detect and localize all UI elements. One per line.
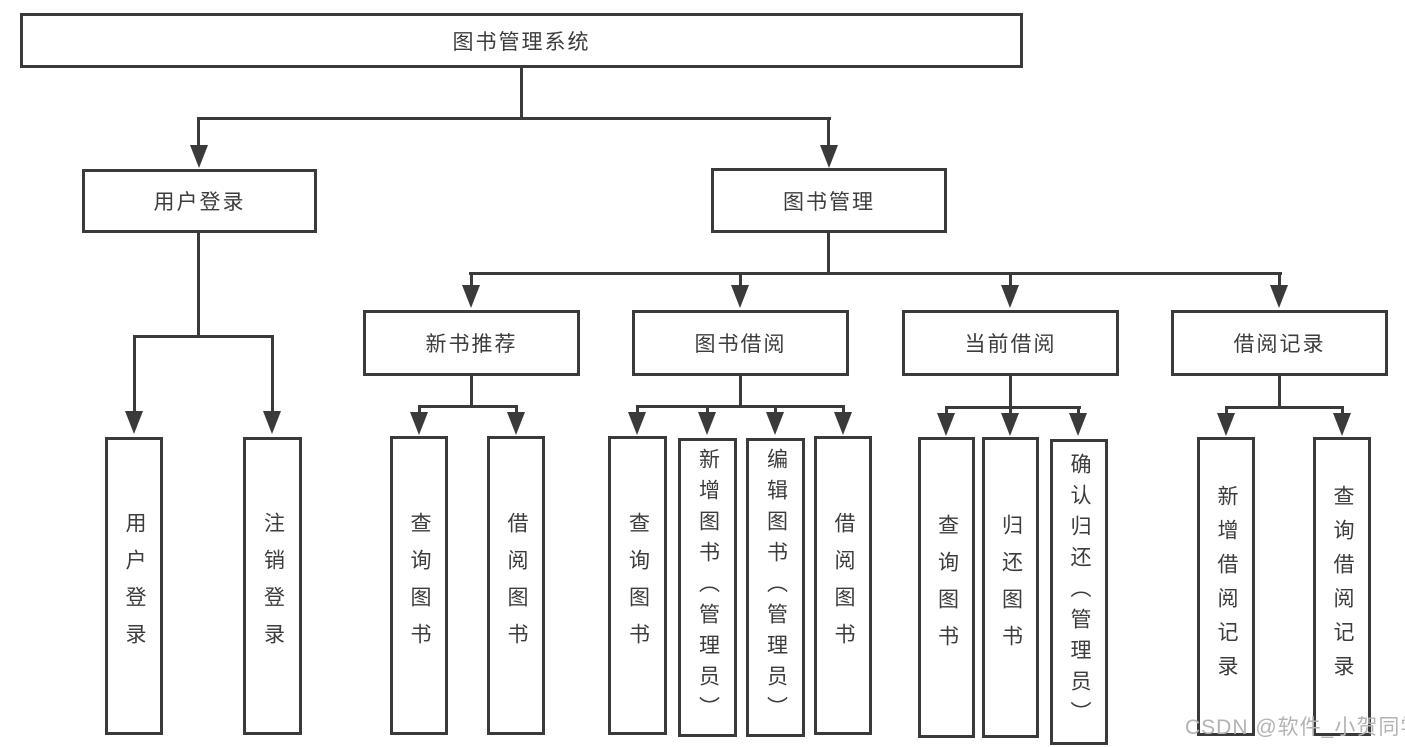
- node-leaf-bb-edit-book-label: 编辑图书（管理员）: [764, 448, 788, 727]
- connector-borrowrecords-drop-2: [1341, 406, 1344, 416]
- connector-bookborrow-drop-2: [706, 405, 709, 415]
- node-leaf-nb-query-book: 查询图书: [390, 436, 448, 735]
- connector-root-rail: [197, 117, 831, 120]
- connector-bookborrow-drop-3: [774, 405, 777, 415]
- arrow-down-icon: [263, 411, 281, 434]
- node-book-mgmt-label: 图书管理: [783, 190, 875, 214]
- csdn-watermark: CSDN @软件_小贺同学: [1185, 716, 1405, 739]
- connector-root-drop-right: [827, 117, 830, 147]
- node-leaf-cb-query-book-label: 查询图书: [935, 513, 959, 662]
- node-leaf-bb-add-book-label: 新增图书（管理员）: [696, 448, 720, 727]
- arrow-down-icon: [1270, 285, 1288, 308]
- connector-borrowrecords-stem: [1278, 375, 1281, 409]
- connector-bookborrow-rail: [636, 405, 845, 408]
- arrow-down-icon: [820, 145, 838, 168]
- connector-bookmgmt-drop-1: [470, 272, 473, 287]
- connector-userlogin-rail: [133, 335, 274, 338]
- arrow-down-icon: [937, 413, 955, 436]
- node-leaf-logout: 注销登录: [243, 437, 302, 735]
- connector-newbookrec-drop-2: [515, 405, 518, 415]
- node-leaf-bb-borrow-book: 借阅图书: [814, 436, 872, 735]
- node-leaf-user-login: 用户登录: [105, 437, 163, 735]
- node-leaf-bb-edit-book: 编辑图书（管理员）: [746, 438, 805, 737]
- node-book-mgmt: 图书管理: [711, 168, 947, 233]
- node-leaf-bb-borrow-book-label: 借阅图书: [832, 511, 855, 660]
- arrow-down-icon: [731, 285, 749, 308]
- arrow-down-icon: [190, 145, 208, 168]
- node-current-borrow-label: 当前借阅: [964, 333, 1057, 356]
- arrow-down-icon: [628, 412, 646, 435]
- arrow-down-icon: [507, 412, 525, 435]
- node-book-borrow-label: 图书借阅: [694, 333, 787, 356]
- connector-newbookrec-stem: [470, 375, 473, 408]
- connector-root-drop-left: [197, 117, 200, 147]
- node-leaf-nb-borrow-book: 借阅图书: [487, 436, 545, 735]
- arrow-down-icon: [766, 412, 784, 435]
- node-leaf-logout-label: 注销登录: [261, 512, 285, 660]
- node-user-login-label: 用户登录: [153, 191, 246, 214]
- arrow-down-icon: [1217, 413, 1235, 436]
- node-leaf-cb-confirm-return-label: 确认归还（管理员）: [1068, 452, 1091, 732]
- node-book-borrow: 图书借阅: [632, 310, 849, 376]
- node-leaf-br-query-record-label: 查询借阅记录: [1331, 484, 1354, 689]
- node-leaf-nb-borrow-book-label: 借阅图书: [505, 511, 528, 660]
- node-leaf-bb-query-book: 查询图书: [608, 436, 667, 735]
- node-leaf-br-add-record: 新增借阅记录: [1197, 437, 1255, 736]
- arrow-down-icon: [1001, 285, 1019, 308]
- node-new-book-rec-label: 新书推荐: [425, 333, 518, 356]
- arrow-down-icon: [462, 285, 480, 308]
- arrow-down-icon: [1333, 413, 1351, 436]
- node-leaf-cb-confirm-return: 确认归还（管理员）: [1050, 439, 1108, 745]
- connector-borrowrecords-rail: [1225, 406, 1344, 409]
- connector-bookmgmt-stem: [827, 233, 830, 275]
- connector-bookborrow-drop-4: [842, 405, 845, 415]
- connector-borrowrecords-drop-1: [1225, 406, 1228, 416]
- arrow-down-icon: [125, 411, 143, 434]
- connector-bookborrow-drop-1: [636, 405, 639, 415]
- node-leaf-br-query-record: 查询借阅记录: [1313, 437, 1371, 736]
- node-root: 图书管理系统: [20, 13, 1023, 68]
- connector-userlogin-drop-right: [271, 335, 274, 412]
- node-borrow-records-label: 借阅记录: [1233, 333, 1326, 356]
- connector-currentborrow-drop-3: [1077, 406, 1080, 416]
- connector-newbookrec-drop-1: [418, 405, 421, 415]
- connector-newbookrec-rail: [418, 405, 518, 408]
- arrow-down-icon: [410, 412, 428, 435]
- arrow-down-icon: [834, 412, 852, 435]
- arrow-down-icon: [1001, 413, 1019, 436]
- connector-bookmgmt-drop-4: [1278, 272, 1281, 287]
- connector-currentborrow-drop-1: [945, 406, 948, 416]
- arrow-down-icon: [698, 412, 716, 435]
- connector-userlogin-stem: [197, 233, 200, 338]
- connector-currentborrow-drop-2: [1009, 406, 1012, 416]
- node-new-book-rec: 新书推荐: [363, 310, 580, 376]
- node-leaf-user-login-label: 用户登录: [123, 512, 146, 660]
- node-user-login: 用户登录: [82, 169, 317, 233]
- connector-currentborrow-rail: [945, 406, 1081, 409]
- node-current-borrow: 当前借阅: [902, 310, 1119, 376]
- connector-currentborrow-stem: [1009, 375, 1012, 409]
- node-leaf-cb-return-book-label: 归还图书: [999, 513, 1023, 662]
- connector-bookmgmt-drop-3: [1009, 272, 1012, 287]
- node-leaf-bb-add-book: 新增图书（管理员）: [678, 438, 737, 737]
- node-root-label: 图书管理系统: [452, 30, 591, 54]
- node-leaf-nb-query-book-label: 查询图书: [408, 511, 431, 660]
- connector-bookborrow-stem: [739, 375, 742, 408]
- connector-bookmgmt-drop-2: [739, 272, 742, 287]
- node-leaf-cb-return-book: 归还图书: [982, 437, 1039, 738]
- node-leaf-bb-query-book-label: 查询图书: [626, 511, 650, 660]
- node-leaf-br-add-record-label: 新增借阅记录: [1215, 484, 1238, 689]
- connector-bookmgmt-rail: [469, 272, 1282, 275]
- node-leaf-cb-query-book: 查询图书: [918, 437, 975, 738]
- node-borrow-records: 借阅记录: [1171, 310, 1388, 376]
- connector-root-stem: [520, 67, 523, 120]
- arrow-down-icon: [1069, 413, 1087, 436]
- connector-userlogin-drop-left: [133, 335, 136, 412]
